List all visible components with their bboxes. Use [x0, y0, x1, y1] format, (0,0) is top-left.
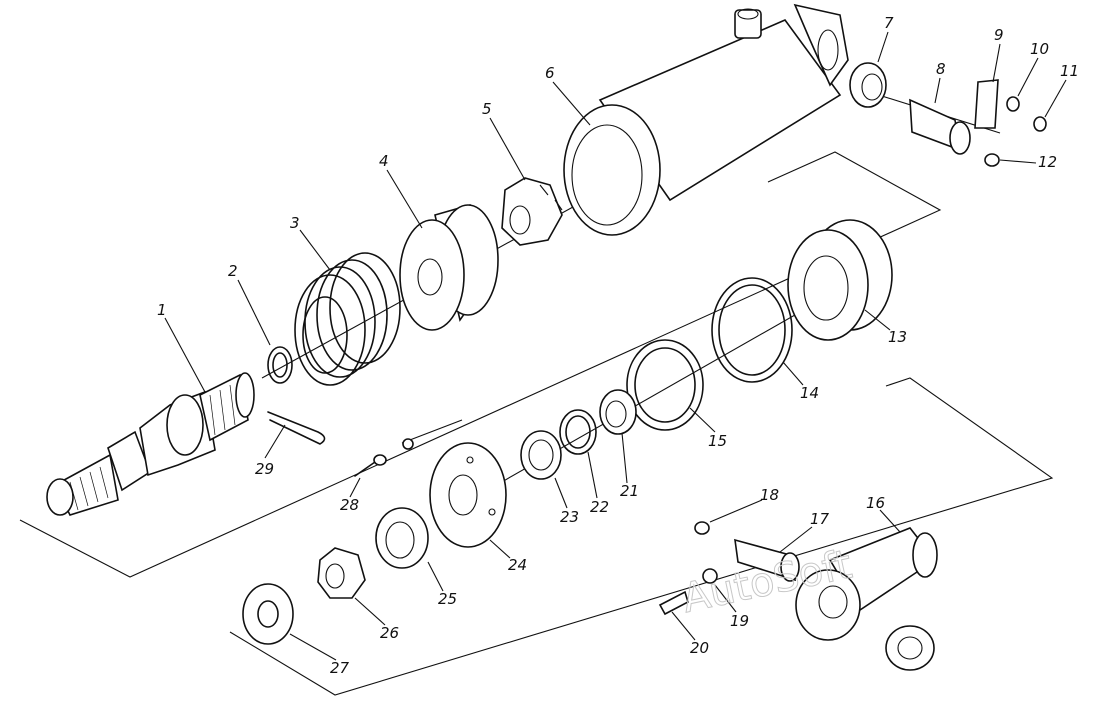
callout-2: 2 — [228, 262, 238, 280]
callout-5: 5 — [482, 100, 492, 118]
part-25-bushing — [375, 507, 429, 569]
part-9-plate — [974, 79, 999, 129]
part-6-cylinder — [563, 3, 849, 236]
callout-1: 1 — [157, 301, 167, 319]
callout-23: 23 — [560, 508, 579, 526]
part-15-split-ring — [626, 339, 704, 431]
callout-labels: 1 2 3 4 5 6 7 8 9 10 11 12 13 14 15 16 1… — [157, 14, 1079, 677]
part-27-washer — [242, 583, 294, 645]
callout-26: 26 — [380, 624, 399, 642]
part-23-ring — [520, 430, 562, 480]
callout-11: 11 — [1060, 62, 1079, 80]
part-20-grease-fitting — [658, 590, 689, 616]
callout-8: 8 — [936, 60, 946, 78]
part-24-flange — [429, 442, 507, 548]
part-13-head — [787, 219, 893, 341]
leader-lines — [164, 31, 1067, 661]
part-29-cotter-pin — [267, 411, 326, 445]
part-18-plug — [694, 521, 710, 535]
callout-15: 15 — [708, 432, 727, 450]
callout-27: 27 — [330, 659, 350, 677]
callout-14: 14 — [800, 384, 819, 402]
callout-18: 18 — [760, 486, 779, 504]
part-22-ring — [559, 409, 597, 455]
part-12-screw — [984, 153, 1000, 167]
part-11-bolt — [1033, 116, 1047, 132]
part-19-nut — [702, 568, 718, 584]
part-2-ring — [267, 346, 293, 384]
callout-6: 6 — [545, 64, 555, 82]
part-3-packing — [294, 252, 401, 386]
part-8-pin — [909, 98, 971, 155]
callout-10: 10 — [1030, 40, 1049, 58]
callout-25: 25 — [438, 590, 457, 608]
callout-16: 16 — [866, 494, 885, 512]
part-16-eye-end — [795, 527, 938, 671]
callout-12: 12 — [1038, 153, 1057, 171]
part-1-piston-rod — [46, 372, 255, 516]
callout-19: 19 — [730, 612, 749, 630]
callout-20: 20 — [690, 639, 709, 657]
callout-7: 7 — [884, 14, 894, 32]
part-7-bushing — [849, 62, 887, 108]
part-5-castle-nut — [501, 177, 563, 246]
assembly-frame-lines — [19, 151, 1054, 696]
callout-17: 17 — [810, 510, 830, 528]
part-17-pin — [734, 538, 800, 582]
callout-29: 29 — [255, 460, 274, 478]
callout-24: 24 — [508, 556, 527, 574]
callout-28: 28 — [340, 496, 359, 514]
part-4-piston — [399, 204, 499, 331]
callout-21: 21 — [620, 482, 639, 500]
part-26-nut — [317, 547, 366, 599]
part-14-gasket — [711, 277, 793, 383]
part-21-ring — [599, 389, 637, 435]
callout-3: 3 — [290, 214, 300, 232]
callout-4: 4 — [379, 152, 389, 170]
part-10-washer — [1006, 96, 1020, 112]
callout-9: 9 — [994, 26, 1004, 44]
callout-22: 22 — [590, 498, 609, 516]
callout-13: 13 — [888, 328, 907, 346]
part-28-bolt — [354, 438, 414, 477]
